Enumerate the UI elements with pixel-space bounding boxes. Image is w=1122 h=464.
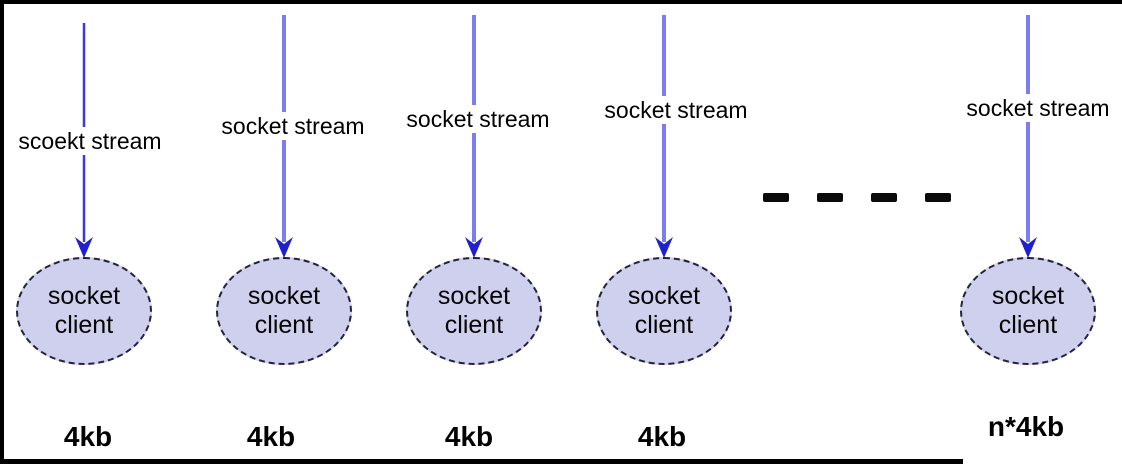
ellipsis-dash [871, 193, 897, 202]
size-label: 4kb [444, 421, 494, 452]
stream-label: socket stream [963, 94, 1113, 122]
frame-border-left [0, 0, 4, 464]
socket-client-node: socket client [216, 257, 352, 365]
socket-client-label: socket client [47, 282, 121, 339]
socket-client-label: socket client [627, 282, 701, 339]
socket-client-node: socket client [406, 257, 542, 365]
stream-arrow-icon [655, 15, 673, 258]
socket-client-label: socket client [991, 282, 1065, 339]
stream-arrow-icon [465, 15, 483, 258]
frame-border-bottom [0, 459, 963, 464]
stream-arrow-icon [1019, 15, 1037, 258]
stream-label: socket stream [218, 112, 368, 140]
size-label: 4kb [246, 421, 296, 452]
size-label: n*4kb [987, 411, 1065, 442]
ellipsis-dash [763, 193, 789, 202]
socket-client-node: socket client [596, 257, 732, 365]
stream-label: socket stream [403, 105, 553, 133]
size-label: 4kb [637, 421, 687, 452]
ellipsis-dash [925, 193, 951, 202]
frame-border-top [0, 0, 1122, 4]
stream-label: scoekt stream [15, 127, 165, 155]
stream-label: socket stream [601, 96, 751, 124]
socket-client-node: socket client [16, 257, 152, 365]
socket-client-label: socket client [437, 282, 511, 339]
ellipsis-dash [817, 193, 843, 202]
socket-client-label: socket client [247, 282, 321, 339]
socket-client-node: socket client [960, 257, 1096, 365]
size-label: 4kb [63, 421, 113, 452]
